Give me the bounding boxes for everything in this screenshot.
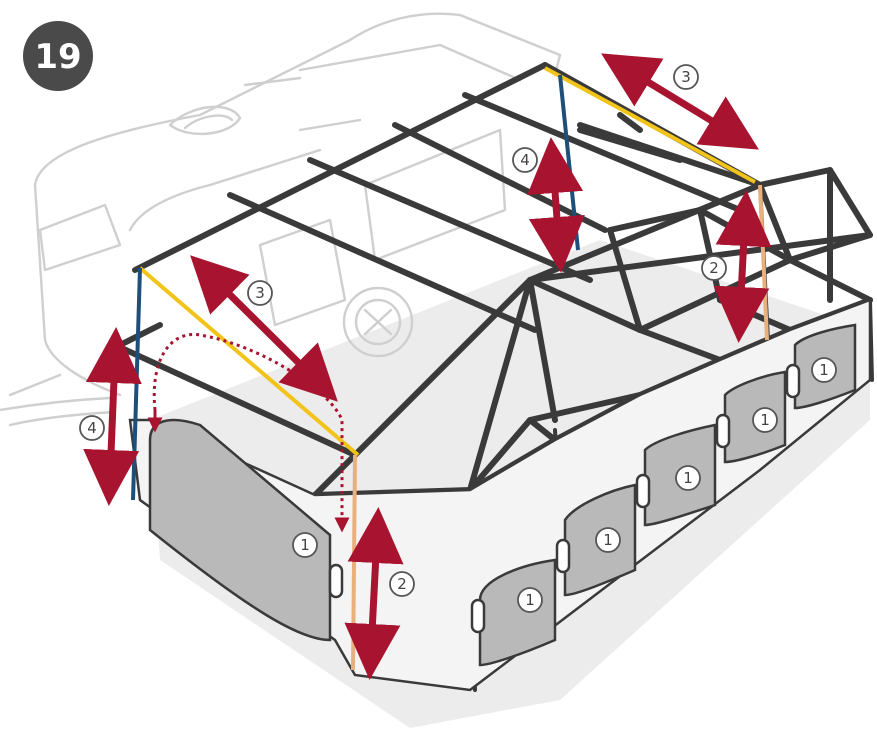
callout-1e: 1 — [753, 408, 777, 432]
step-badge: 19 — [23, 21, 93, 91]
svg-text:2: 2 — [397, 575, 407, 593]
blue-pole-rear — [560, 75, 578, 250]
svg-text:4: 4 — [520, 151, 530, 169]
svg-text:1: 1 — [683, 469, 693, 487]
svg-text:1: 1 — [760, 411, 770, 429]
svg-text:1: 1 — [525, 591, 535, 609]
svg-text:3: 3 — [255, 284, 265, 302]
callout-1f: 1 — [812, 358, 836, 382]
callout-2-front: 2 — [390, 572, 414, 596]
svg-text:1: 1 — [300, 536, 310, 554]
callout-4-front: 4 — [80, 416, 104, 440]
svg-text:1: 1 — [819, 361, 829, 379]
svg-text:3: 3 — [681, 68, 691, 86]
callout-1d: 1 — [676, 466, 700, 490]
arrow-height-front — [110, 355, 115, 478]
arrow-height-rear — [553, 165, 559, 245]
callout-3-front: 3 — [248, 281, 272, 305]
callout-3-rear: 3 — [674, 65, 698, 89]
step-number: 19 — [34, 37, 81, 77]
callout-2-rear: 2 — [702, 256, 726, 280]
arrow-vertical-rear — [740, 218, 745, 315]
callout-1a: 1 — [293, 533, 317, 557]
callout-4-rear: 4 — [513, 148, 537, 172]
svg-text:2: 2 — [709, 259, 719, 277]
orange-pole-front — [353, 455, 355, 670]
callout-1c: 1 — [596, 528, 620, 552]
svg-text:1: 1 — [603, 531, 613, 549]
callout-1b: 1 — [518, 588, 542, 612]
svg-text:4: 4 — [87, 419, 97, 437]
